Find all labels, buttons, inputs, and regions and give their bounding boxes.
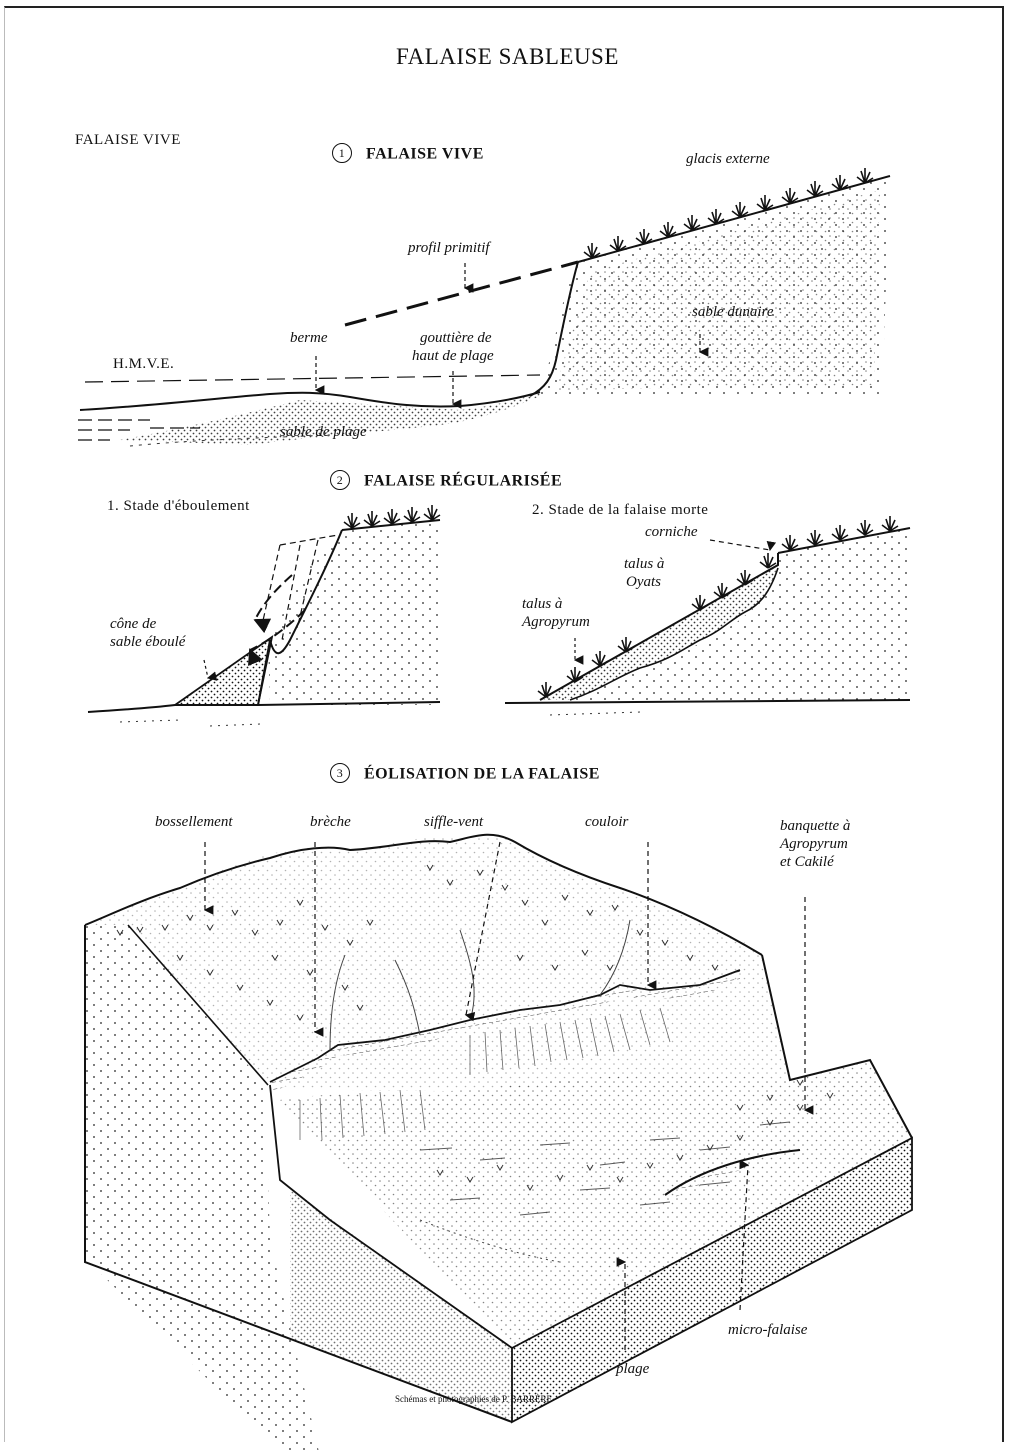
label-talus-oyats-2: Oyats: [626, 574, 661, 591]
label-glacis-externe: glacis externe: [686, 151, 770, 168]
label-banquette-2: Agropyrum: [780, 836, 848, 853]
stage1-title: 1. Stade d'éboulement: [107, 498, 250, 515]
label-banquette-3: et Cakilé: [780, 854, 834, 871]
section3-title: ÉOLISATION DE LA FALAISE: [364, 766, 600, 783]
label-sable-de-plage: sable de plage: [280, 424, 367, 441]
label-siffle-vent: siffle-vent: [424, 814, 483, 831]
label-bossellement: bossellement: [155, 814, 232, 831]
section1-heading: 1 FALAISE VIVE: [332, 145, 484, 165]
label-breche: brèche: [310, 814, 351, 831]
section2-title: FALAISE RÉGULARISÉE: [364, 473, 562, 490]
label-sable-dunaire: sable dunaire: [692, 304, 774, 321]
label-micro-falaise: micro-falaise: [728, 1322, 807, 1339]
label-gouttiere-1: gouttière de: [420, 330, 492, 347]
section1-title: FALAISE VIVE: [366, 146, 484, 163]
label-cone-1: cône de: [110, 616, 156, 633]
label-talus-agro-1: talus à: [522, 596, 562, 613]
label-corniche: corniche: [645, 524, 697, 541]
stage2-title: 2. Stade de la falaise morte: [532, 502, 708, 519]
section3-number: 3: [330, 763, 350, 783]
label-profil-primitif: profil primitif: [408, 240, 490, 257]
photo-credit: Schémas et photographies de P. BARRÈRE: [395, 1394, 552, 1404]
section2-number: 2: [330, 470, 350, 490]
label-banquette-1: banquette à: [780, 818, 850, 835]
label-plage: plage: [616, 1361, 649, 1378]
label-hmve: H.M.V.E.: [113, 356, 174, 373]
label-talus-oyats-1: talus à: [624, 556, 664, 573]
label-berme: berme: [290, 330, 328, 347]
section3-heading: 3 ÉOLISATION DE LA FALAISE: [330, 765, 600, 785]
label-couloir: couloir: [585, 814, 628, 831]
page-title: FALAISE SABLEUSE: [396, 44, 619, 70]
corner-label: FALAISE VIVE: [75, 132, 181, 149]
section1-number: 1: [332, 143, 352, 163]
label-talus-agro-2: Agropyrum: [522, 614, 590, 631]
section3-block-diagram: [85, 835, 912, 1450]
section2-heading: 2 FALAISE RÉGULARISÉE: [330, 472, 562, 492]
label-gouttiere-2: haut de plage: [412, 348, 494, 365]
label-cone-2: sable éboulé: [110, 634, 185, 651]
